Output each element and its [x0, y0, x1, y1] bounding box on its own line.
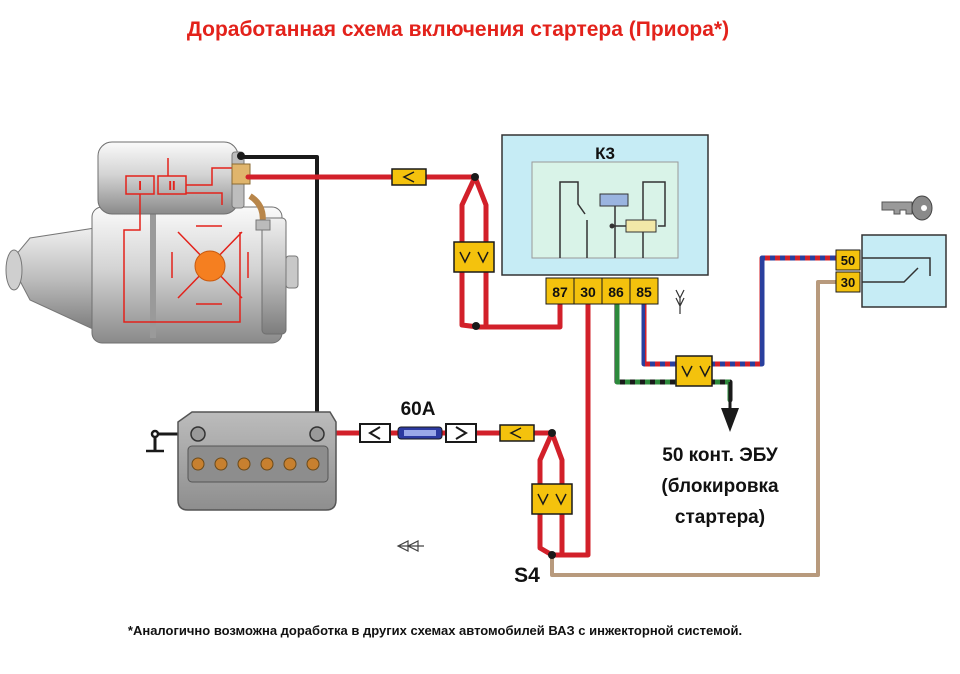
relay-name: К3: [595, 144, 615, 163]
wire-redblue-relay-85: [641, 255, 841, 367]
fuse-label: 60А: [401, 399, 436, 420]
relay-pin-30: 30: [580, 284, 596, 300]
connector-harness-upper: [453, 241, 495, 273]
battery: [177, 411, 337, 511]
page-title: Доработанная схема включения стартера (П…: [186, 18, 730, 41]
wire-black-starter-battery: [243, 155, 319, 435]
ecu-note-line-3: стартера): [674, 507, 766, 528]
relay-pins: 87 30 86 85: [545, 277, 659, 305]
fuse-60a: [359, 423, 477, 443]
ignition-switch: 50 30: [835, 234, 947, 308]
harness-mark-symbol: [396, 540, 424, 552]
footnote: *Аналогично возможна доработка в других …: [127, 623, 743, 638]
wires: [153, 155, 841, 577]
ecu-note-line-2: (блокировка: [661, 476, 779, 497]
relay-k3: К3 87 30 86 85: [501, 134, 709, 314]
wire-red-to-relay-87: [459, 174, 563, 330]
relay-pin-85: 85: [636, 284, 652, 300]
wire-brown-ignition-30: [550, 280, 840, 577]
connectors: [391, 168, 713, 515]
connector-ecu-wires: [675, 355, 713, 387]
starter-motor: I II: [5, 141, 299, 344]
relay-pin-86: 86: [608, 284, 624, 300]
wire-greenblack-relay-86: [614, 299, 733, 403]
key-icon: [881, 195, 933, 221]
ecu-note: 50 конт. ЭБУ (блокировка стартера): [640, 440, 800, 533]
ground-icon: [146, 429, 164, 453]
switch-s4-label: S4: [514, 564, 540, 587]
ecu-note-line-1: 50 конт. ЭБУ: [662, 445, 778, 466]
arrow-down-icon: [721, 382, 739, 432]
battery-negative-terminal: [190, 426, 206, 442]
connector-solenoid-wire: [391, 168, 427, 186]
solenoid-winding-1-label: I: [138, 178, 142, 193]
ignition-pin-50: 50: [841, 253, 855, 268]
connector-battery-wire: [499, 424, 535, 442]
battery-positive-terminal: [309, 426, 325, 442]
relay-mount-symbol: [675, 289, 685, 314]
wire-red-relay-30: [549, 299, 591, 558]
solenoid-winding-2-label: II: [168, 178, 175, 193]
relay-pin-87: 87: [552, 284, 568, 300]
armature-icon: [194, 250, 226, 282]
connector-harness-lower: [531, 483, 573, 515]
ignition-pin-30: 30: [841, 275, 855, 290]
